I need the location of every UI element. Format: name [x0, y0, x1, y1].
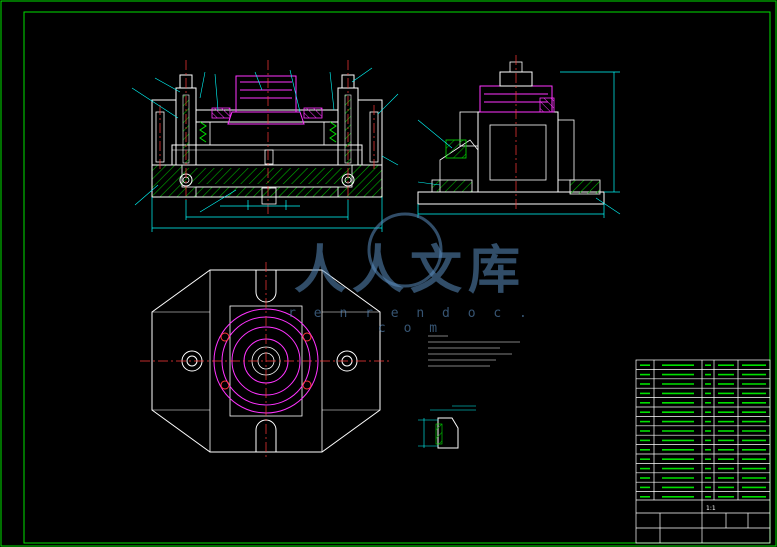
front-view	[131, 60, 399, 232]
top-view	[140, 262, 392, 460]
parts-list-table	[635, 359, 771, 544]
watermark-logo	[367, 212, 443, 288]
detail-view	[418, 405, 476, 449]
inner-frame	[23, 11, 771, 544]
technical-notes	[428, 335, 520, 367]
side-view	[417, 55, 621, 218]
parts-list-entries	[640, 364, 766, 498]
scale-value: 1:1	[706, 505, 716, 512]
